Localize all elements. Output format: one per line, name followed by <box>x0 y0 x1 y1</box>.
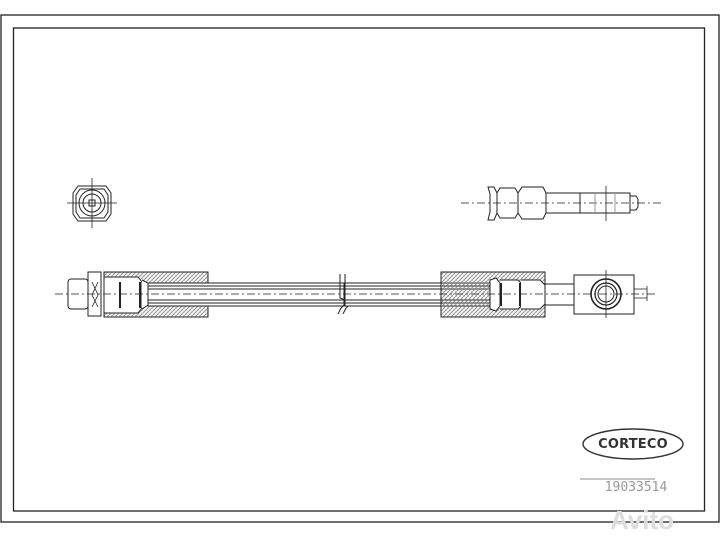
hose-assembly <box>55 270 655 318</box>
brand-logo-ellipse <box>582 428 684 460</box>
brand-logo: CORTECO <box>598 437 668 452</box>
outer-frame <box>0 14 720 523</box>
part-number: 19033514 <box>604 480 668 495</box>
inner-frame <box>12 27 706 512</box>
side-view-fitting <box>461 186 663 221</box>
watermark: Avito <box>610 505 675 535</box>
end-view-nut <box>67 178 117 228</box>
banjo-fitting <box>573 274 635 315</box>
